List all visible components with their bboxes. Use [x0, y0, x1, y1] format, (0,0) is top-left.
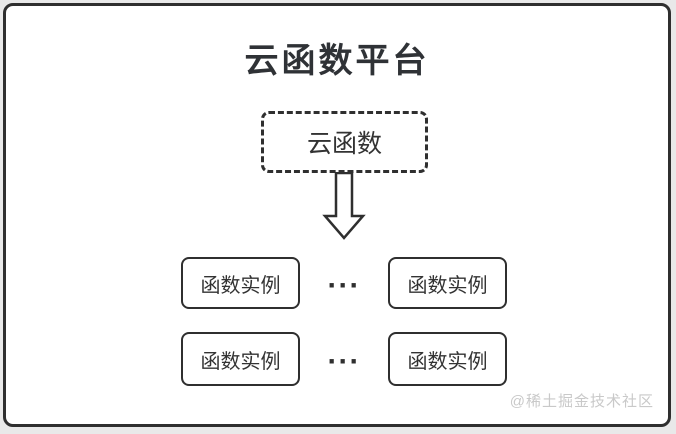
diagram-title: 云函数平台 — [244, 42, 430, 80]
ellipsis: ··· — [327, 269, 361, 302]
function-instance-label: 函数实例 — [407, 350, 488, 373]
function-instance-node: 函数实例 — [388, 332, 507, 386]
watermark: @稀土掘金技术社区 — [509, 393, 654, 410]
ellipsis: ··· — [327, 345, 361, 378]
platform-container: 云函数平台 云函数 函数实例 ··· 函数实例 函数实例 ··· 函数实例 @稀… — [3, 3, 671, 427]
down-arrow-icon — [322, 172, 366, 240]
cloud-function-node: 云函数 — [261, 111, 428, 173]
function-instance-label: 函数实例 — [200, 274, 281, 297]
function-instance-node: 函数实例 — [181, 257, 300, 309]
function-instance-label: 函数实例 — [407, 274, 488, 297]
function-instance-node: 函数实例 — [181, 332, 300, 386]
function-instance-label: 函数实例 — [200, 350, 281, 373]
cloud-function-label: 云函数 — [306, 130, 382, 158]
function-instance-node: 函数实例 — [388, 257, 507, 309]
